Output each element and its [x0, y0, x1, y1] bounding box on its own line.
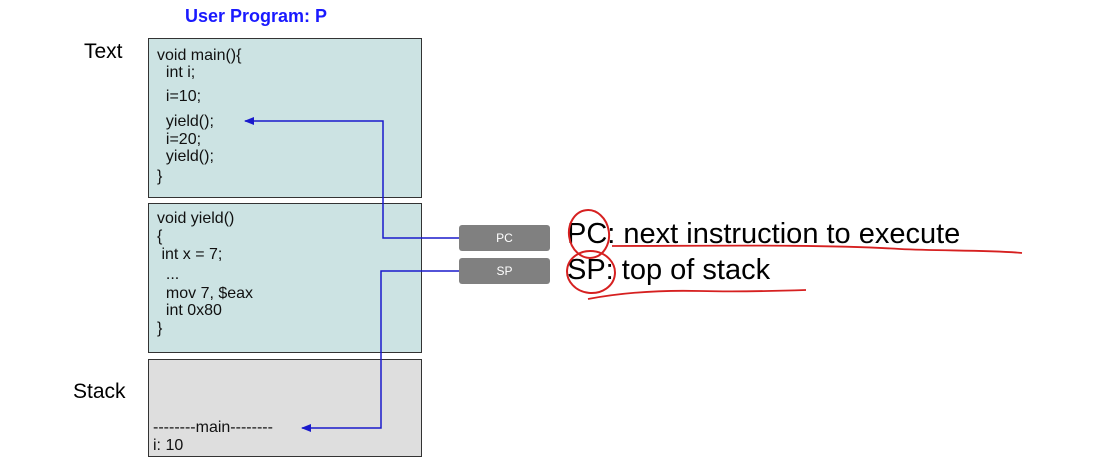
- text-segment-label: Text: [84, 40, 123, 63]
- pc-pointer-arrow: [244, 117, 459, 239]
- code-line: }: [157, 320, 163, 337]
- code-line: int i;: [157, 64, 196, 81]
- sp-underline-annotation: [587, 289, 807, 300]
- sp-register: SP: [459, 258, 550, 284]
- code-line: mov 7, $eax: [157, 285, 254, 302]
- stack-frame-label: --------main--------: [153, 419, 273, 436]
- sp-circle-annotation: [566, 249, 616, 295]
- code-line: int x = 7;: [157, 246, 223, 263]
- stack-segment-label: Stack: [73, 380, 126, 403]
- code-line: void main(){: [157, 47, 242, 64]
- main-function-box: [148, 38, 422, 198]
- code-line: int 0x80: [157, 302, 222, 319]
- code-line: i=20;: [157, 131, 202, 148]
- program-title: User Program: P: [185, 6, 328, 26]
- pc-description: PC: next instruction to execute: [567, 218, 961, 250]
- code-line: void yield(): [157, 210, 235, 227]
- yield-function-box: [148, 203, 422, 353]
- stack-variable: i: 10: [153, 437, 184, 454]
- code-line: yield();: [157, 148, 214, 165]
- sp-pointer-arrow: [301, 270, 459, 432]
- sp-description: SP: top of stack: [567, 254, 771, 286]
- pc-register: PC: [459, 225, 550, 251]
- pc-underline-annotation: [611, 244, 1023, 254]
- code-line: yield();: [157, 113, 214, 130]
- code-line: i=10;: [157, 88, 202, 105]
- pc-circle-annotation: [567, 209, 611, 259]
- code-line: }: [157, 168, 163, 185]
- code-line: ...: [157, 266, 180, 283]
- code-line: {: [157, 228, 163, 245]
